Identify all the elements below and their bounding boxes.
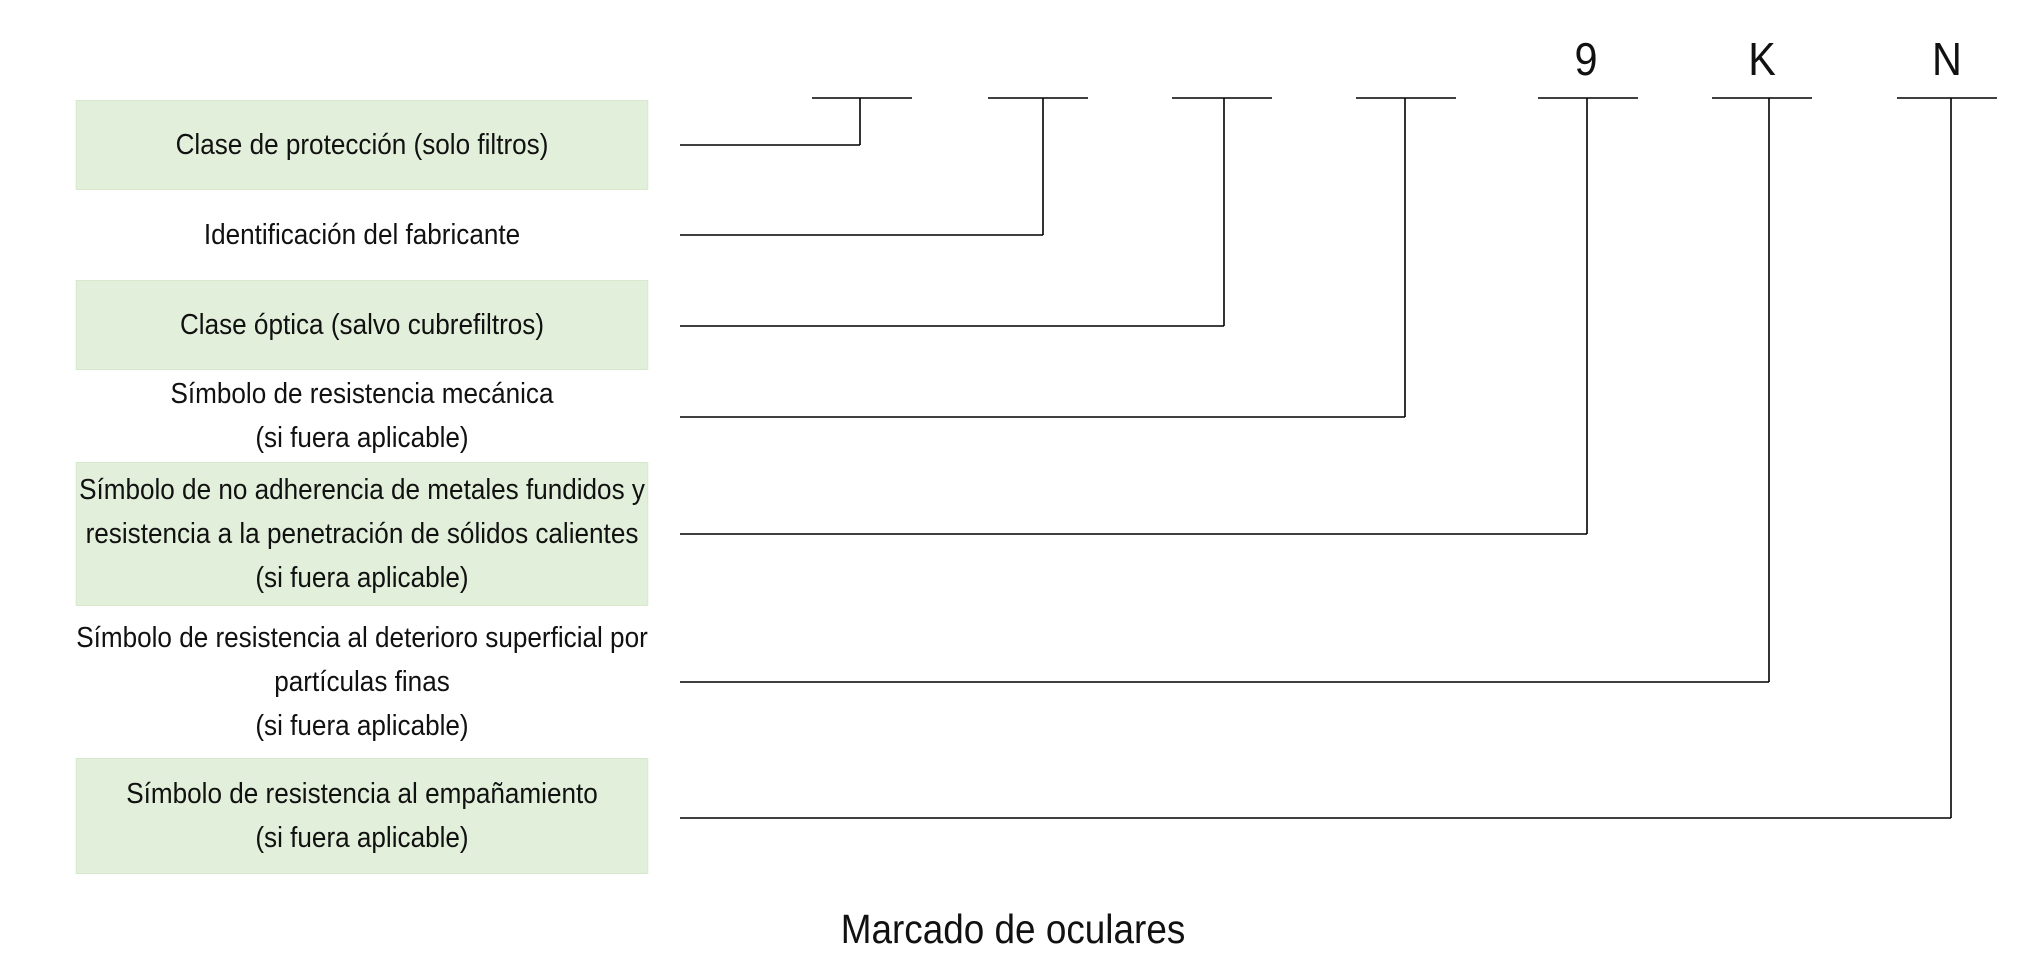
label-text: Símbolo de resistencia al empañamiento (… — [126, 778, 598, 854]
label-mechanical-strength: Símbolo de resistencia mecánica (si fuer… — [76, 370, 648, 462]
label-optical-class: Clase óptica (salvo cubrefiltros) — [75, 280, 649, 370]
code-char-7: N — [1932, 33, 1962, 85]
label-text: Clase óptica (salvo cubrefiltros) — [179, 309, 545, 341]
label-text: Identificación del fabricante — [203, 219, 521, 251]
diagram-caption: Marcado de oculares — [840, 906, 1186, 952]
label-text: Clase de protección (solo filtros) — [175, 129, 549, 161]
label-protection-class: Clase de protección (solo filtros) — [75, 100, 649, 190]
code-char-6: K — [1748, 33, 1776, 85]
label-manufacturer-id: Identificación del fabricante — [76, 190, 648, 280]
label-surface-damage: Símbolo de resistencia al deterioro supe… — [76, 610, 648, 754]
label-text: Símbolo de resistencia mecánica (si fuer… — [170, 378, 554, 454]
label-text: Símbolo de no adherencia de metales fund… — [79, 474, 645, 594]
code-char-5: 9 — [1574, 33, 1598, 85]
label-molten-metals: Símbolo de no adherencia de metales fund… — [75, 462, 649, 606]
label-anti-fog: Símbolo de resistencia al empañamiento (… — [75, 758, 649, 874]
label-text: Símbolo de resistencia al deterioro supe… — [76, 622, 648, 742]
